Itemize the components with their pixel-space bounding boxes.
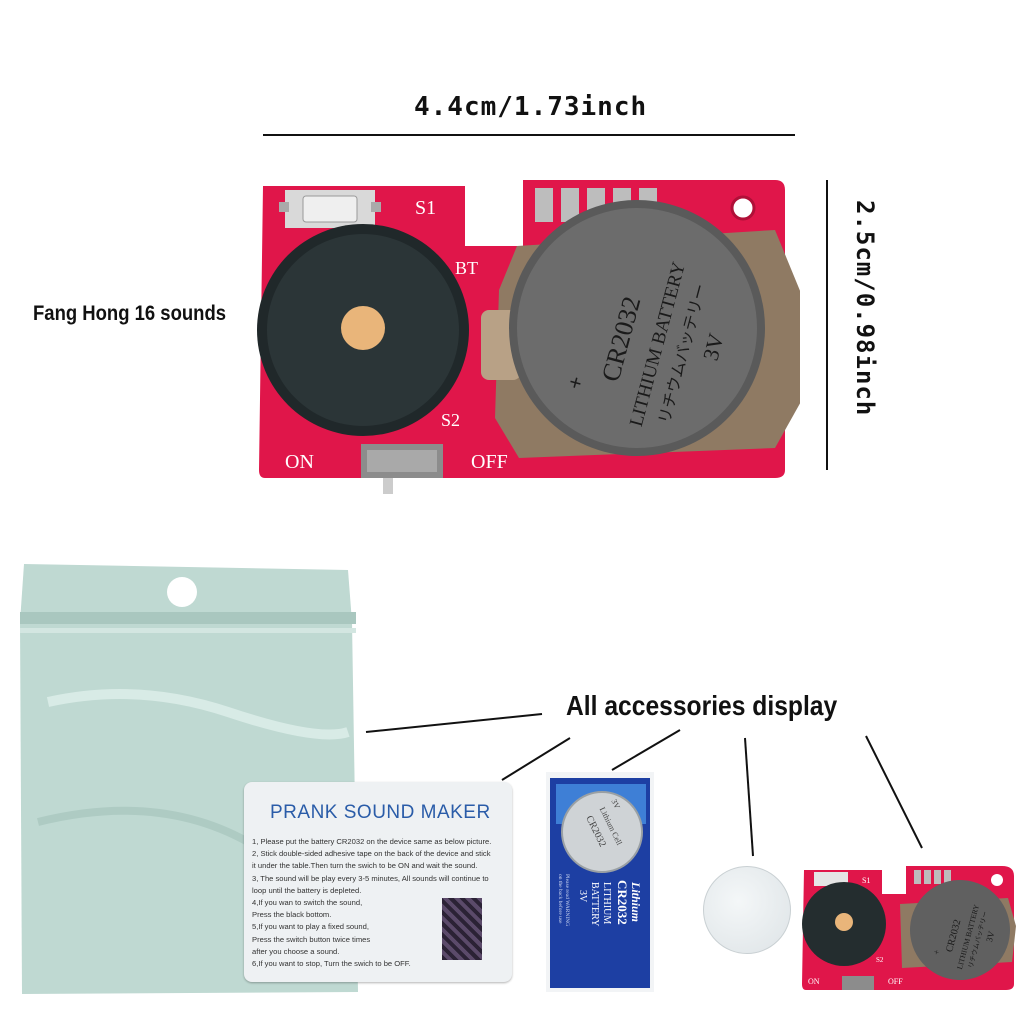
svg-text:CR2032: CR2032 (615, 880, 630, 925)
svg-text:Lithium: Lithium (629, 881, 643, 922)
card-line: Press the switch button twice times (252, 934, 371, 944)
card-instructions: 1, Please put the battery CR2032 on the … (252, 836, 491, 970)
piezo-buzzer (257, 224, 469, 436)
svg-text:Please read WARNING: Please read WARNING (564, 874, 570, 926)
push-button-s1 (279, 190, 381, 228)
product-label: Fang Hong 16 sounds (33, 302, 227, 325)
pcb-board-photo: S1 BT S2 ON OFF + CR2032 LITHIUM BATTERY… (257, 180, 800, 494)
svg-text:S2: S2 (876, 956, 884, 964)
bag-hang-hole (167, 577, 197, 607)
svg-text:S1: S1 (862, 876, 870, 885)
card-line: loop until the battery is depleted. (252, 885, 362, 895)
svg-text:3V: 3V (609, 798, 621, 811)
svg-text:LITHIUM: LITHIUM (601, 882, 612, 924)
svg-text:on the back before use: on the back before use (557, 874, 564, 924)
svg-text:BATTERY: BATTERY (589, 882, 600, 926)
card-line: Press the black bottom. (252, 910, 332, 920)
svg-text:3V: 3V (984, 929, 997, 943)
card-line: 4,If you wan to switch the sound, (252, 898, 363, 908)
svg-text:3V: 3V (577, 890, 588, 903)
mounting-hole (730, 195, 756, 221)
svg-text:+: + (931, 948, 942, 955)
label-bt: BT (455, 258, 478, 278)
card-line: after you choose a sound. (252, 946, 340, 956)
label-on: ON (285, 451, 314, 473)
label-s2: S2 (441, 410, 460, 430)
qr-code-blurred (442, 898, 482, 960)
small-pcb-board: S1 ON OFF S2 + CR2032 LITHIUM BATTERY リチ… (802, 866, 1016, 990)
card-line: it under the table.Then turn the swich t… (252, 861, 478, 871)
card-line: 1, Please put the battery CR2032 on the … (252, 837, 492, 846)
height-dimension-line (826, 180, 828, 470)
svg-text:ON: ON (808, 977, 820, 986)
width-dimension-line (263, 134, 795, 136)
width-dimension-label: 4.4cm/1.73inch (414, 92, 648, 122)
label-off: OFF (471, 451, 508, 473)
pack-coin-battery (561, 791, 643, 873)
card-line: 3, The sound will be play every 3-5 minu… (252, 873, 489, 883)
instruction-card: PRANK SOUND MAKER 1, Please put the batt… (244, 782, 512, 982)
svg-text:+: + (562, 373, 589, 392)
adhesive-pad (703, 866, 791, 954)
height-dimension-label: 2.5cm/0.98inch (851, 200, 879, 417)
slide-switch (361, 444, 443, 494)
svg-text:OFF: OFF (888, 977, 903, 986)
card-title: PRANK SOUND MAKER (270, 802, 491, 823)
card-line: 2, Stick double-sided adhesive tape on t… (252, 849, 491, 859)
card-line: 5,If you want to play a fixed sound, (252, 922, 369, 932)
cr2032-battery: + CR2032 LITHIUM BATTERY リチウムバッテリー 3V (509, 200, 765, 456)
label-s1: S1 (415, 197, 436, 219)
card-line: 6,If you want to stop, Turn the swich to… (252, 959, 411, 969)
accessories-label: All accessories display (566, 690, 838, 721)
battery-pack: Lithium Cell CR2032 3V Lithium CR2032 LI… (546, 772, 654, 992)
